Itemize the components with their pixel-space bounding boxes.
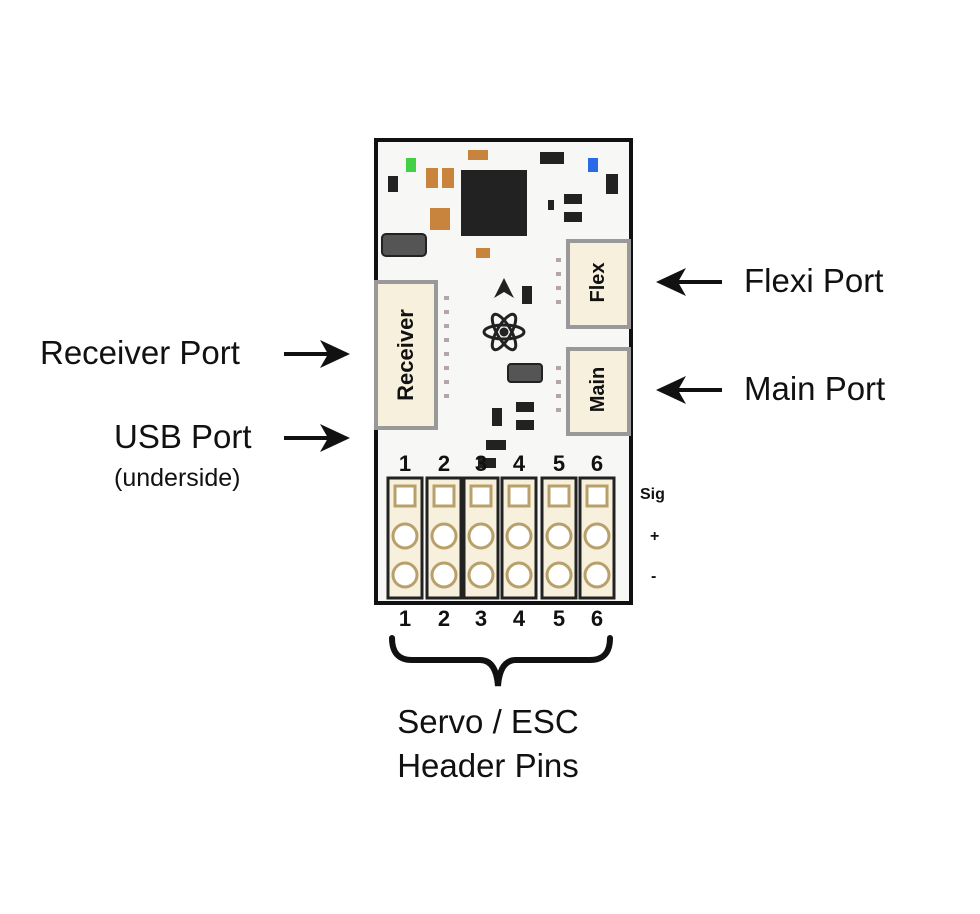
- pin-number-bottom: 1: [398, 606, 412, 631]
- signal-pin: [507, 484, 531, 508]
- servo-header-pins: [386, 476, 616, 600]
- flex-pin-dots: [556, 258, 561, 304]
- crystal-oscillator: [381, 233, 427, 257]
- power-pin: [505, 522, 533, 550]
- smd-component: [540, 152, 564, 164]
- green-led: [406, 158, 416, 172]
- smd-component: [468, 150, 488, 160]
- arrow-flexi: [656, 268, 722, 296]
- row-label-plus: +: [650, 528, 660, 545]
- ground-pin: [391, 561, 419, 589]
- smd-component: [522, 286, 532, 304]
- ground-pin: [430, 561, 458, 589]
- power-pin: [391, 522, 419, 550]
- smd-component: [442, 168, 454, 188]
- receiver-port-connector: [374, 280, 438, 430]
- power-pin: [583, 522, 611, 550]
- pin-number-bottom: 4: [512, 606, 526, 631]
- header-pins-caption: Servo / ESC Header Pins: [338, 700, 638, 788]
- smd-component: [492, 408, 502, 426]
- main-processor-chip: [461, 170, 527, 236]
- signal-pin: [469, 484, 493, 508]
- receiver-port-label: Receiver: [393, 309, 418, 401]
- blue-led: [588, 158, 598, 172]
- signal-pin: [547, 484, 571, 508]
- pin-number-top: 5: [552, 451, 566, 476]
- usb-port-callout: USB Port: [114, 418, 252, 455]
- power-pin: [467, 522, 495, 550]
- arrow-usb: [284, 424, 350, 452]
- smd-component: [548, 200, 554, 210]
- main-port-callout: Main Port: [744, 370, 886, 407]
- receiver-pin-dots: [444, 296, 449, 398]
- usb-port-underside-note: (underside): [114, 464, 241, 492]
- smd-component: [478, 458, 496, 468]
- smd-component: [516, 420, 534, 430]
- smd-component: [388, 176, 398, 192]
- smd-component: [606, 174, 618, 194]
- smd-component: [507, 363, 543, 383]
- atom-logo: [482, 312, 526, 352]
- pin-number-top: 1: [398, 451, 412, 476]
- pin-number-top: 4: [512, 451, 526, 476]
- power-pin: [430, 522, 458, 550]
- smd-component: [430, 208, 450, 230]
- arrow-receiver: [284, 340, 350, 368]
- flex-port-connector: [566, 239, 631, 329]
- ground-pin: [467, 561, 495, 589]
- pin-number-top: 2: [437, 451, 451, 476]
- receiver-port-callout: Receiver Port: [40, 334, 240, 371]
- smd-component: [564, 194, 582, 204]
- smd-component: [426, 168, 438, 188]
- main-port-label: Main: [587, 366, 609, 413]
- signal-pin: [393, 484, 417, 508]
- direction-arrow: [494, 278, 514, 298]
- flexi-port-callout: Flexi Port: [744, 262, 884, 299]
- pin-number-bottom: 3: [474, 606, 488, 631]
- arrow-main: [656, 376, 722, 404]
- ground-pin: [545, 561, 573, 589]
- signal-pin: [432, 484, 456, 508]
- row-label-minus: -: [651, 568, 657, 585]
- main-pin-dots: [556, 366, 561, 412]
- smd-component: [564, 212, 582, 222]
- signal-pin: [585, 484, 609, 508]
- pin-number-bottom: 5: [552, 606, 566, 631]
- pin-number-bottom: 2: [437, 606, 451, 631]
- power-pin: [545, 522, 573, 550]
- row-label-sig: Sig: [640, 486, 665, 503]
- caption-line-1: Servo / ESC: [397, 703, 579, 740]
- ground-pin: [583, 561, 611, 589]
- main-port-connector: [566, 347, 631, 436]
- ground-pin: [505, 561, 533, 589]
- flex-port-label: Flex: [587, 262, 609, 303]
- pin-number-top: 6: [590, 451, 604, 476]
- smd-component: [486, 440, 506, 450]
- header-pins-brace: [389, 635, 613, 687]
- smd-component: [476, 248, 490, 258]
- pin-number-bottom: 6: [590, 606, 604, 631]
- smd-component: [516, 402, 534, 412]
- caption-line-2: Header Pins: [397, 747, 579, 784]
- pin-number-top: 3: [474, 451, 488, 476]
